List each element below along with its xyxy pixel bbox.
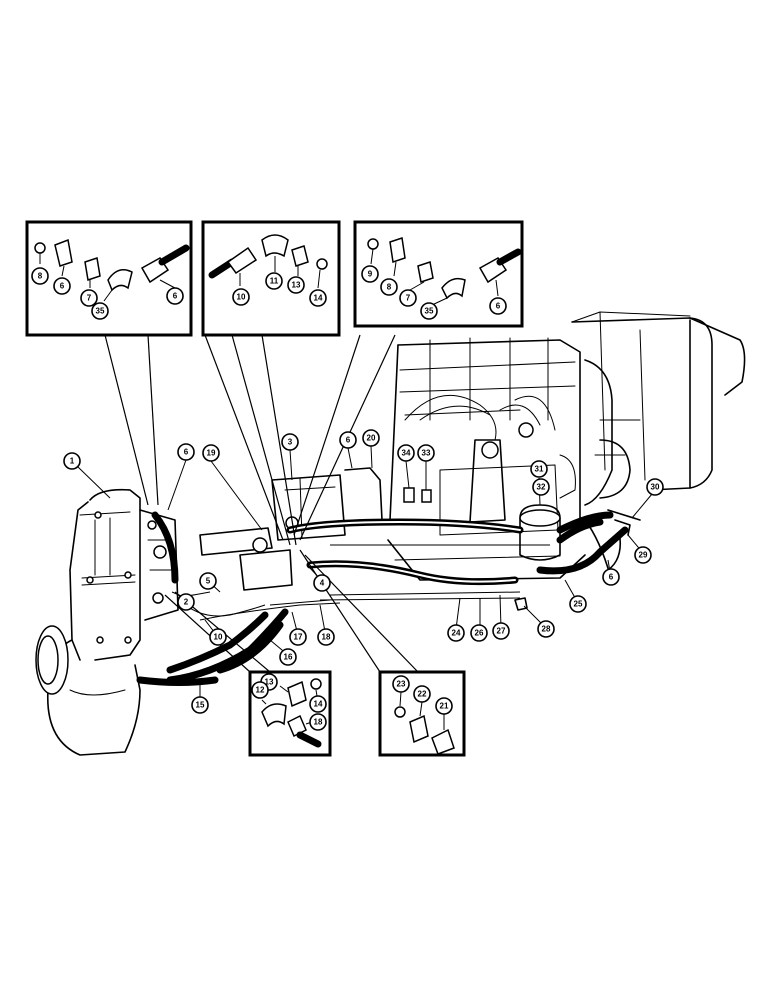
callout-19: 19 xyxy=(207,449,216,458)
callout-label: 13 xyxy=(292,281,301,290)
inset-bottom-right xyxy=(378,670,466,757)
callout-3: 3 xyxy=(288,438,293,447)
main-callouts: 1 6 19 3 6 20 34 33 31 32 30 29 6 25 24 … xyxy=(63,429,664,714)
inset-tl-callouts: 8 6 7 35 6 xyxy=(31,267,184,320)
callout-label: 10 xyxy=(237,293,246,302)
callout-31: 31 xyxy=(535,465,544,474)
callout-27: 27 xyxy=(497,627,506,636)
callout-29: 29 xyxy=(639,551,648,560)
callout-16: 16 xyxy=(284,653,293,662)
inset-tr-callouts: 9 8 7 35 6 xyxy=(361,265,507,320)
callout-26: 26 xyxy=(475,629,484,638)
callout-label: 11 xyxy=(270,277,279,286)
inset-br-callouts: 23 22 21 xyxy=(392,675,453,715)
callout-5: 5 xyxy=(206,577,211,586)
callout-18: 18 xyxy=(322,633,331,642)
callout-6: 6 xyxy=(184,448,189,457)
callout-label: 22 xyxy=(418,690,427,699)
inset-bl-callouts: 13 14 12 18 xyxy=(251,673,327,731)
engine-outline xyxy=(387,311,746,581)
callout-25: 25 xyxy=(574,600,583,609)
callout-label: 8 xyxy=(38,272,43,281)
inset-top-left xyxy=(25,220,193,337)
callout-label: 7 xyxy=(406,294,411,303)
callout-label: 9 xyxy=(368,270,373,279)
callout-10: 10 xyxy=(214,633,223,642)
callout-6: 6 xyxy=(609,573,614,582)
callout-label: 6 xyxy=(173,292,178,301)
callout-label: 14 xyxy=(314,700,323,709)
callout-label: 21 xyxy=(440,702,449,711)
callout-1: 1 xyxy=(70,457,75,466)
callout-34: 34 xyxy=(402,449,411,458)
callout-33: 33 xyxy=(422,449,431,458)
callout-20: 20 xyxy=(367,434,376,443)
callout-17: 17 xyxy=(294,633,303,642)
callout-30: 30 xyxy=(651,483,660,492)
callout-2: 2 xyxy=(184,598,189,607)
callout-6: 6 xyxy=(346,436,351,445)
hoses xyxy=(136,509,641,686)
callout-label: 8 xyxy=(387,283,392,292)
callout-15: 15 xyxy=(196,701,205,710)
callout-32: 32 xyxy=(537,483,546,492)
transmission-housing xyxy=(35,488,179,756)
callout-label: 14 xyxy=(314,294,323,303)
callout-label: 12 xyxy=(256,686,265,695)
inset-tc-callouts: 10 11 13 14 xyxy=(232,272,327,307)
callout-label: 6 xyxy=(496,302,501,311)
callout-4: 4 xyxy=(320,579,325,588)
callout-label: 35 xyxy=(96,307,105,316)
pump-assembly xyxy=(199,467,561,611)
callout-label: 23 xyxy=(397,680,406,689)
callout-label: 13 xyxy=(265,678,274,687)
callout-24: 24 xyxy=(452,629,461,638)
callout-label: 18 xyxy=(314,718,323,727)
callout-label: 7 xyxy=(87,294,92,303)
callout-28: 28 xyxy=(542,625,551,634)
callout-label: 6 xyxy=(60,282,65,291)
callout-label: 35 xyxy=(425,307,434,316)
